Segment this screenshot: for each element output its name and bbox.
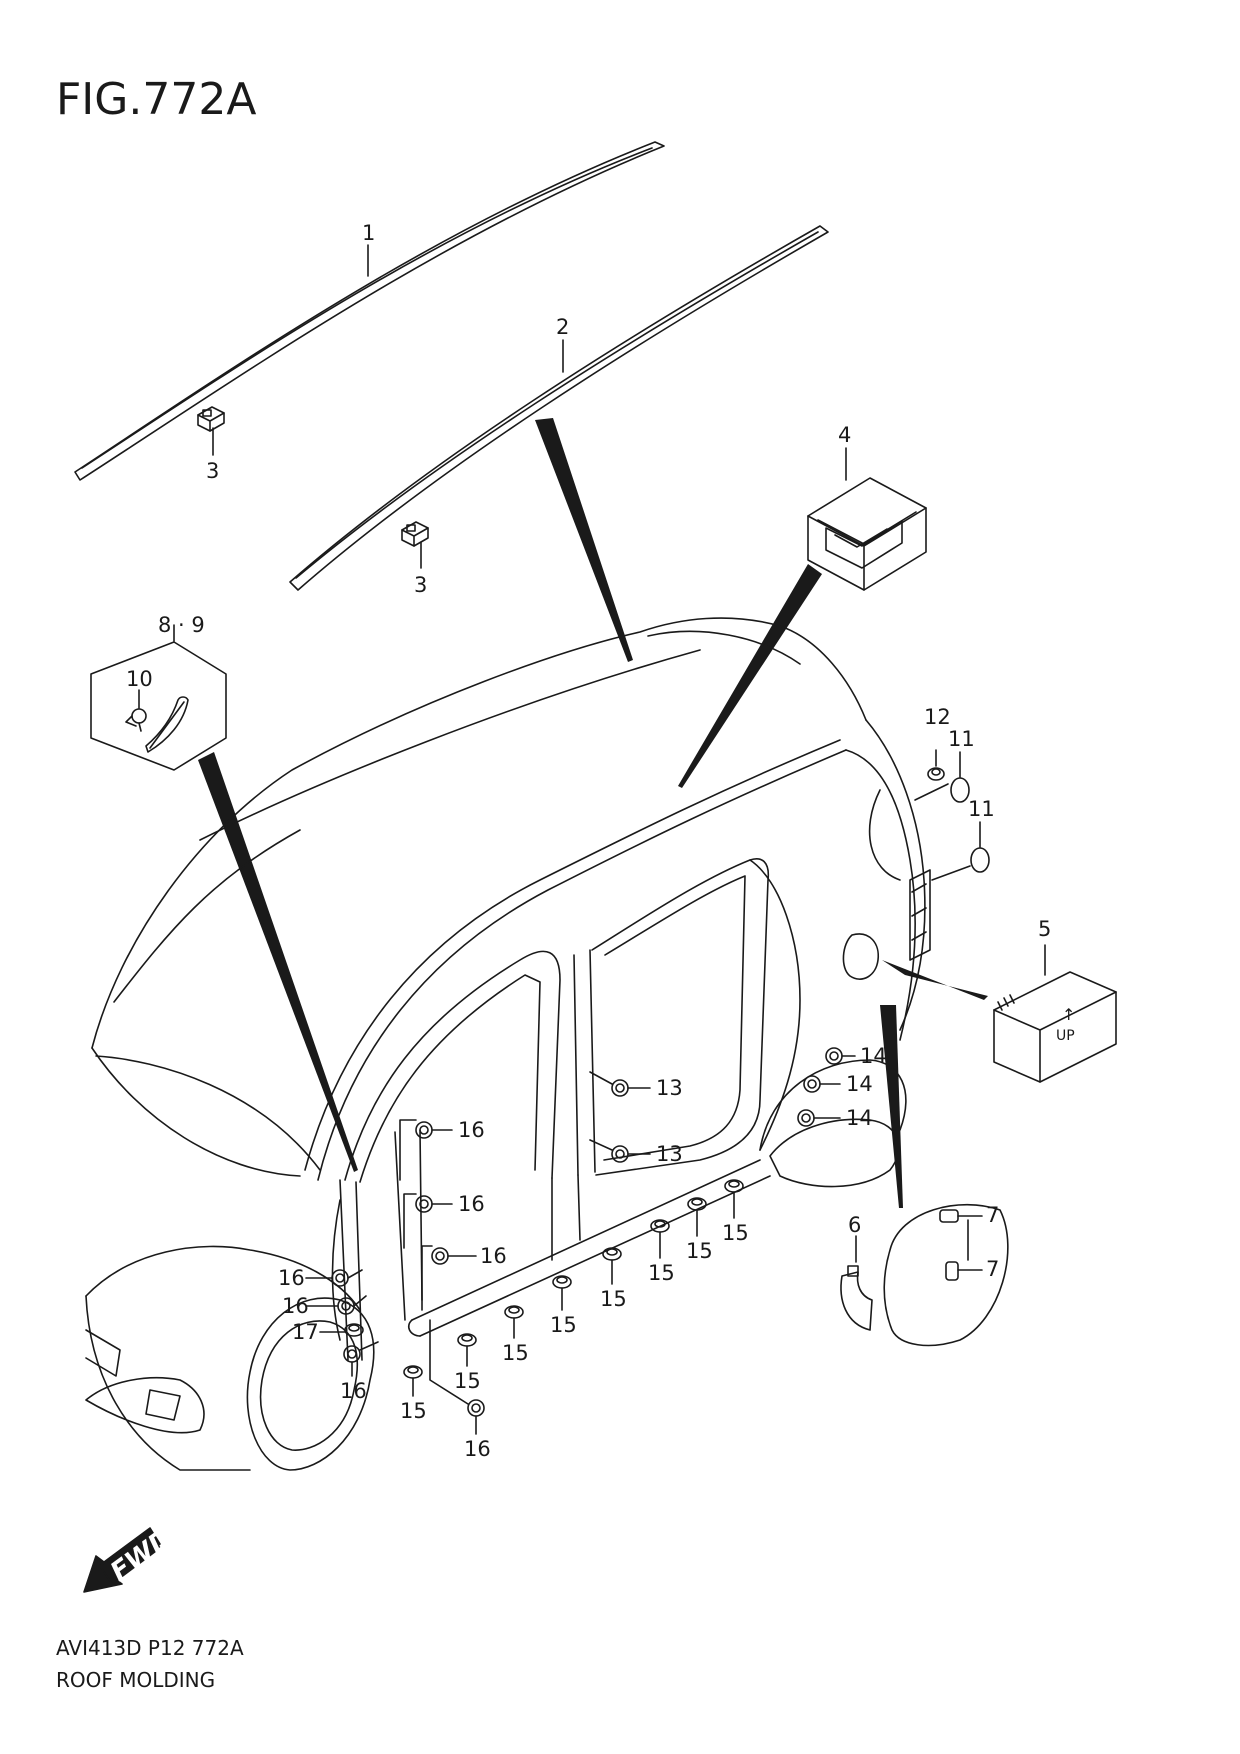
svg-text:UP: UP xyxy=(1056,1028,1075,1044)
callout-16-d: 16 xyxy=(278,1266,305,1290)
fuel-lid-bracket-6[interactable] xyxy=(840,1265,873,1331)
fuel-lid-clip-7-upper[interactable] xyxy=(939,1209,959,1223)
callout-15-g: 15 xyxy=(686,1239,713,1263)
callout-10: 10 xyxy=(126,667,153,691)
roof-molding-1[interactable] xyxy=(74,141,665,481)
grommet-15-d[interactable] xyxy=(552,1275,572,1289)
callout-6: 6 xyxy=(848,1213,861,1237)
pointer-wedge-8-9 xyxy=(198,752,358,1172)
leader-16-f-body xyxy=(359,1341,379,1351)
callout-15-c: 15 xyxy=(502,1341,529,1365)
grommet-13-lower[interactable] xyxy=(611,1145,629,1163)
leader-13-upper-body xyxy=(589,1071,613,1085)
callout-7-lower: 7 xyxy=(986,1257,999,1281)
label-box-5[interactable]: ↑ UP xyxy=(993,971,1117,1083)
callout-15-a: 15 xyxy=(400,1399,427,1423)
fuel-lid[interactable] xyxy=(883,1203,1009,1347)
grommet-16-g[interactable] xyxy=(467,1399,485,1417)
callout-16-e: 16 xyxy=(282,1294,309,1318)
callout-16-b: 16 xyxy=(458,1192,485,1216)
pointer-wedge-2 xyxy=(535,418,633,662)
grommet-15-b[interactable] xyxy=(457,1333,477,1347)
callout-15-f: 15 xyxy=(648,1261,675,1285)
callout-14-a: 14 xyxy=(860,1044,887,1068)
grommet-15-h[interactable] xyxy=(724,1179,744,1193)
callout-2: 2 xyxy=(556,315,569,339)
vehicle-body xyxy=(85,617,931,1471)
bracket-16-b xyxy=(403,1193,417,1249)
callout-13-upper: 13 xyxy=(656,1076,683,1100)
clip-10[interactable] xyxy=(125,708,147,732)
callout-15-b: 15 xyxy=(454,1369,481,1393)
callout-15-e: 15 xyxy=(600,1287,627,1311)
callout-5: 5 xyxy=(1038,917,1051,941)
callout-8-9: 8 · 9 xyxy=(158,613,205,637)
inset-hexagon xyxy=(90,641,227,771)
leader-13-lower-body xyxy=(589,1139,613,1151)
grommet-14-a[interactable] xyxy=(825,1047,843,1065)
figure-title: FIG.772A xyxy=(56,74,257,125)
svg-text:↑: ↑ xyxy=(1062,1005,1075,1024)
grommet-13-upper[interactable] xyxy=(611,1079,629,1097)
module-4[interactable] xyxy=(807,477,927,591)
callout-3-lower: 3 xyxy=(414,573,427,597)
fwd-arrow-icon: FWD xyxy=(83,1523,178,1593)
callout-16-g: 16 xyxy=(464,1437,491,1461)
callout-15-d: 15 xyxy=(550,1313,577,1337)
leader-16-d-body xyxy=(347,1269,363,1279)
plug-12[interactable] xyxy=(927,767,945,781)
bracket-16-a xyxy=(399,1119,417,1181)
figure-name: ROOF MOLDING xyxy=(56,1668,216,1692)
sticker-11-upper[interactable] xyxy=(950,777,970,803)
callout-12: 12 xyxy=(924,705,951,729)
grommet-16-f[interactable] xyxy=(343,1345,361,1363)
grommet-15-g[interactable] xyxy=(687,1197,707,1211)
molding-clip-3-upper[interactable] xyxy=(197,406,225,432)
grommet-16-c[interactable] xyxy=(431,1247,449,1265)
grommet-15-e[interactable] xyxy=(602,1247,622,1261)
pointer-wedge-6-7 xyxy=(880,1005,903,1208)
leader-11-12 xyxy=(914,783,949,801)
callout-15-h: 15 xyxy=(722,1221,749,1245)
callout-16-c: 16 xyxy=(480,1244,507,1268)
callout-13-lower: 13 xyxy=(656,1142,683,1166)
leader-11-lower-to-body xyxy=(931,865,971,881)
grommet-15-c[interactable] xyxy=(504,1305,524,1319)
callout-4: 4 xyxy=(838,423,851,447)
bracket-16-g xyxy=(429,1319,469,1405)
grommet-14-b[interactable] xyxy=(803,1075,821,1093)
pointer-wedge-4 xyxy=(678,564,822,788)
callout-14-c: 14 xyxy=(846,1106,873,1130)
grommet-16-a[interactable] xyxy=(415,1121,433,1139)
callout-1: 1 xyxy=(362,221,375,245)
callout-17: 17 xyxy=(292,1320,319,1344)
sticker-11-lower[interactable] xyxy=(970,847,990,873)
callout-7-upper: 7 xyxy=(986,1203,999,1227)
bracket-16-c xyxy=(421,1245,433,1311)
grommet-16-d[interactable] xyxy=(331,1269,349,1287)
fwd-label: FWD xyxy=(105,1523,178,1587)
callout-16-a: 16 xyxy=(458,1118,485,1142)
quarter-trim-8-9[interactable] xyxy=(145,696,189,753)
fuel-lid-clip-7-lower[interactable] xyxy=(945,1261,959,1281)
callout-3-upper: 3 xyxy=(206,459,219,483)
roof-molding-2[interactable] xyxy=(289,225,829,591)
pointer-wedge-5 xyxy=(882,960,988,1000)
callout-14-b: 14 xyxy=(846,1072,873,1096)
callout-11-lower: 11 xyxy=(968,797,995,821)
grommet-17[interactable] xyxy=(344,1323,364,1337)
callout-16-f: 16 xyxy=(340,1379,367,1403)
grommet-16-b[interactable] xyxy=(415,1195,433,1213)
callout-labels: 1 2 3 3 4 5 6 7 7 8 · 9 10 11 11 12 13 1… xyxy=(126,221,1051,1461)
callout-11-upper: 11 xyxy=(948,727,975,751)
grommet-14-c[interactable] xyxy=(797,1109,815,1127)
grommet-15-a[interactable] xyxy=(403,1365,423,1379)
molding-clip-3-lower[interactable] xyxy=(401,521,429,547)
figure-code: AVI413D P12 772A xyxy=(56,1636,244,1660)
leader-16-e-body xyxy=(353,1295,367,1307)
